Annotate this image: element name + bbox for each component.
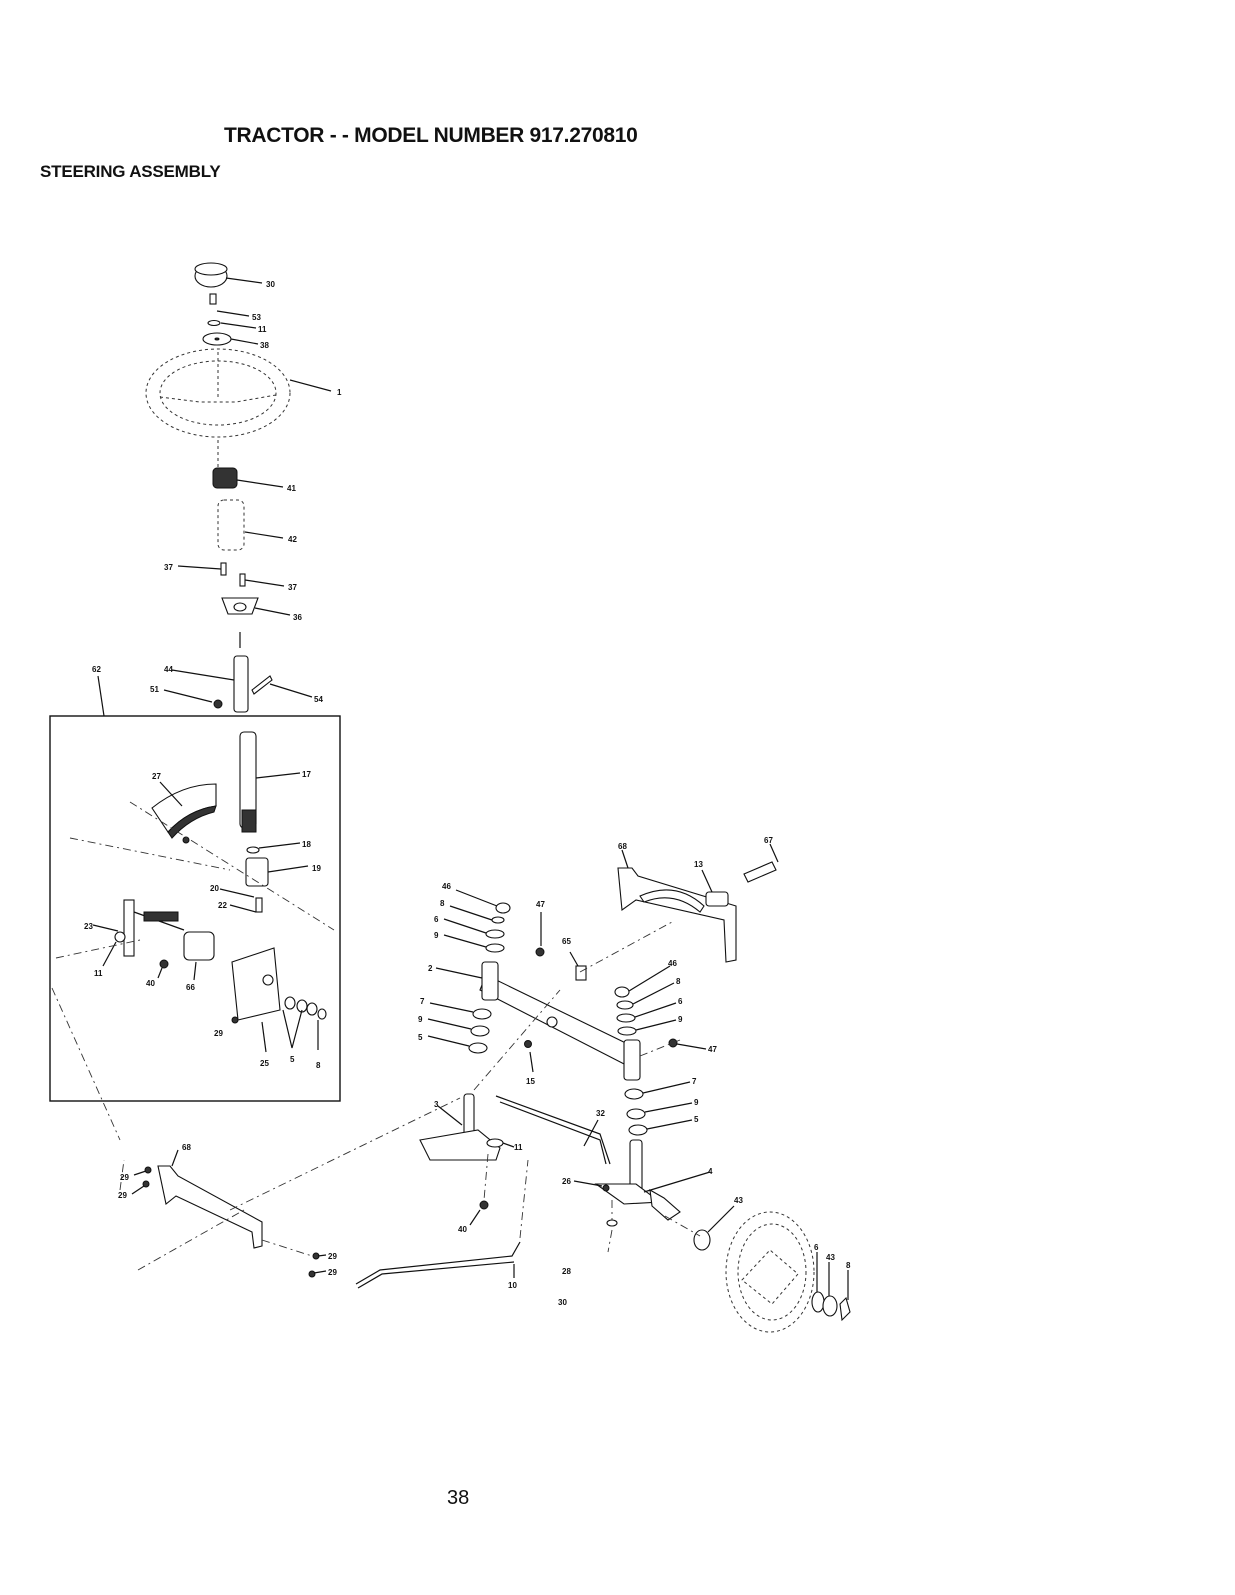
callout-40: 40	[458, 1225, 467, 1234]
callout-17: 17	[302, 770, 311, 779]
callout-67: 67	[764, 836, 773, 845]
lower-bracket	[132, 1150, 326, 1277]
callout-41: 41	[287, 484, 296, 493]
callout-43: 43	[734, 1196, 743, 1205]
callout-15: 15	[526, 1077, 535, 1086]
callout-65: 65	[562, 937, 571, 946]
steering-wheel	[146, 349, 331, 437]
spacer-tube	[218, 500, 283, 550]
callout-22: 22	[218, 901, 227, 910]
callout-8: 8	[676, 977, 681, 986]
callout-51: 51	[150, 685, 159, 694]
mounting-bracket	[232, 948, 280, 1052]
steering-adapter	[213, 468, 283, 488]
callout-5: 5	[290, 1055, 295, 1064]
steering-washer	[203, 333, 258, 345]
callout-43: 43	[826, 1253, 835, 1262]
callout-44: 44	[164, 665, 173, 674]
callout-9: 9	[418, 1015, 423, 1024]
front-axle	[480, 962, 640, 1080]
steering-bolt	[210, 294, 249, 316]
callout-20: 20	[210, 884, 219, 893]
callout-8: 8	[440, 899, 445, 908]
callout-3: 3	[434, 1100, 439, 1109]
callout-29: 29	[328, 1268, 337, 1277]
callout-29: 29	[328, 1252, 337, 1261]
callout-62: 62	[92, 665, 101, 674]
callout-30: 30	[266, 280, 275, 289]
front-wheel	[694, 1206, 850, 1332]
callout-42: 42	[288, 535, 297, 544]
callout-6: 6	[434, 915, 439, 924]
lock-washer	[208, 321, 256, 329]
callout-10: 10	[508, 1281, 517, 1290]
gear-assembly-box	[50, 676, 340, 1101]
washers	[283, 997, 326, 1050]
callout-27: 27	[152, 772, 161, 781]
callout-18: 18	[302, 840, 311, 849]
sector-gear	[152, 782, 216, 843]
callout-47: 47	[536, 900, 545, 909]
callout-66: 66	[186, 983, 195, 992]
callout-9: 9	[694, 1098, 699, 1107]
steering-bracket	[93, 900, 184, 966]
drag-link	[496, 1096, 610, 1164]
steering-gear-shaft	[240, 732, 300, 832]
callout-29: 29	[120, 1173, 129, 1182]
callout-9: 9	[434, 931, 439, 940]
callout-36: 36	[293, 613, 302, 622]
steering-shaft	[164, 656, 312, 712]
callout-2: 2	[428, 964, 433, 973]
callout-37: 37	[164, 563, 173, 572]
callout-46: 46	[668, 959, 677, 968]
callout-23: 23	[84, 922, 93, 931]
callout-32: 32	[596, 1109, 605, 1118]
callout-4: 4	[708, 1167, 713, 1176]
page-number: 38	[447, 1487, 469, 1510]
callout-11: 11	[258, 325, 267, 334]
callout-11: 11	[514, 1143, 523, 1152]
callout-47: 47	[708, 1045, 717, 1054]
bushing-and-nut	[158, 932, 214, 980]
screws	[178, 563, 284, 586]
callout-40: 40	[146, 979, 155, 988]
callout-46: 46	[442, 882, 451, 891]
callout-30: 30	[558, 1298, 567, 1307]
callout-8: 8	[316, 1061, 321, 1070]
right-spindle	[574, 1140, 710, 1226]
callout-6: 6	[678, 997, 683, 1006]
callout-19: 19	[312, 864, 321, 873]
callout-5: 5	[694, 1115, 699, 1124]
callout-28: 28	[562, 1267, 571, 1276]
callout-1: 1	[337, 388, 342, 397]
callout-8: 8	[846, 1261, 851, 1270]
callout-7: 7	[420, 997, 425, 1006]
callout-53: 53	[252, 313, 261, 322]
tie-rod	[356, 1242, 520, 1288]
left-spindle	[420, 1094, 514, 1225]
callout-29: 29	[214, 1029, 223, 1038]
callout-9: 9	[678, 1015, 683, 1024]
callout-26: 26	[562, 1177, 571, 1186]
callout-68: 68	[182, 1143, 191, 1152]
callout-6: 6	[814, 1243, 819, 1252]
steering-cap	[195, 263, 262, 287]
callout-25: 25	[260, 1059, 269, 1068]
callout-37: 37	[288, 583, 297, 592]
callout-11: 11	[94, 969, 103, 978]
steering-support	[222, 598, 290, 615]
callout-54: 54	[314, 695, 323, 704]
callout-5: 5	[418, 1033, 423, 1042]
callout-38: 38	[260, 341, 269, 350]
callout-13: 13	[694, 860, 703, 869]
callout-29: 29	[118, 1191, 127, 1200]
callout-68: 68	[618, 842, 627, 851]
pinion-parts	[220, 843, 308, 912]
callout-7: 7	[692, 1077, 697, 1086]
